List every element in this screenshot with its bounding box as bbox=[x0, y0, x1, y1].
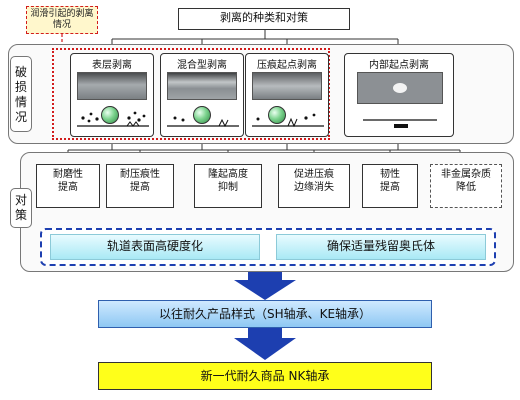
damage-side-label: 破 损 情 况 bbox=[10, 56, 32, 132]
countermeasure-line: 提高 bbox=[130, 182, 150, 193]
result-retained-austenite: 确保适量残留奥氏体 bbox=[276, 234, 486, 260]
countermeasure-side-char: 对 bbox=[14, 193, 27, 207]
damage-type-label: 压痕起点剥离 bbox=[257, 60, 317, 71]
countermeasure-line: 隆起高度 bbox=[208, 169, 248, 180]
diagram-title: 剥离的种类和对策 bbox=[178, 8, 350, 30]
damage-type-label: 表层剥离 bbox=[92, 60, 132, 71]
damage-side-char: 破 bbox=[14, 65, 27, 79]
damage-side-char: 损 bbox=[14, 80, 27, 94]
countermeasure-line: 促进压痕 bbox=[294, 169, 334, 180]
countermeasure-line: 降低 bbox=[456, 182, 476, 193]
damage-type-label: 内部起点剥离 bbox=[369, 60, 429, 71]
lubrication-group-outline bbox=[52, 48, 330, 140]
dent-photo bbox=[252, 72, 322, 100]
countermeasure-line: 提高 bbox=[58, 182, 78, 193]
countermeasure-bulge-height: 隆起高度 抑制 bbox=[194, 164, 262, 208]
countermeasure-line: 耐压痕性 bbox=[120, 169, 160, 180]
damage-type-mixed: 混合型剥离 bbox=[160, 53, 244, 137]
damage-type-surface: 表层剥离 bbox=[70, 53, 154, 137]
countermeasure-impurity: 非金属杂质 降低 bbox=[430, 164, 502, 208]
rolling-ball-icon bbox=[193, 106, 211, 124]
countermeasure-line: 提高 bbox=[380, 182, 400, 193]
countermeasure-line: 耐磨性 bbox=[53, 169, 83, 180]
big-arrow-1 bbox=[234, 270, 296, 300]
countermeasure-line: 非金属杂质 bbox=[441, 169, 491, 180]
countermeasure-toughness: 韧性 提高 bbox=[362, 164, 418, 208]
rolling-ball-icon bbox=[101, 106, 119, 124]
countermeasure-wear-resistance: 耐磨性 提高 bbox=[36, 164, 100, 208]
mixed-photo bbox=[167, 72, 237, 100]
countermeasure-line: 抑制 bbox=[218, 182, 238, 193]
result-surface-hardening: 轨道表面高硬度化 bbox=[50, 234, 260, 260]
countermeasure-dent-resistance: 耐压痕性 提高 bbox=[106, 164, 174, 208]
countermeasure-side-label: 对 策 bbox=[10, 188, 32, 228]
countermeasure-dent-edge: 促进压痕 边缘消失 bbox=[278, 164, 350, 208]
lubrication-note: 润滑引起的剥离情况 bbox=[26, 6, 98, 34]
damage-type-label: 混合型剥离 bbox=[177, 60, 227, 71]
rolling-ball-icon bbox=[268, 106, 286, 124]
countermeasure-side-char: 策 bbox=[14, 208, 27, 222]
damage-type-inner: 内部起点剥离 bbox=[344, 53, 454, 137]
surface-photo bbox=[77, 72, 147, 100]
countermeasure-line: 韧性 bbox=[380, 169, 400, 180]
big-arrow-2 bbox=[234, 328, 296, 360]
previous-product-box: 以往耐久产品样式（SH轴承、KE轴承） bbox=[98, 300, 432, 328]
dent-crack-icon bbox=[252, 113, 324, 128]
damage-side-char: 情 bbox=[14, 95, 27, 109]
surface-debris-icon bbox=[77, 111, 149, 127]
next-product-box: 新一代耐久商品 NK轴承 bbox=[98, 362, 432, 390]
damage-side-char: 况 bbox=[14, 110, 27, 124]
countermeasure-line: 边缘消失 bbox=[294, 182, 334, 193]
damage-type-dent: 压痕起点剥离 bbox=[245, 53, 329, 137]
mixed-crack-icon bbox=[167, 116, 239, 128]
inner-inclusion-icon bbox=[363, 83, 437, 128]
